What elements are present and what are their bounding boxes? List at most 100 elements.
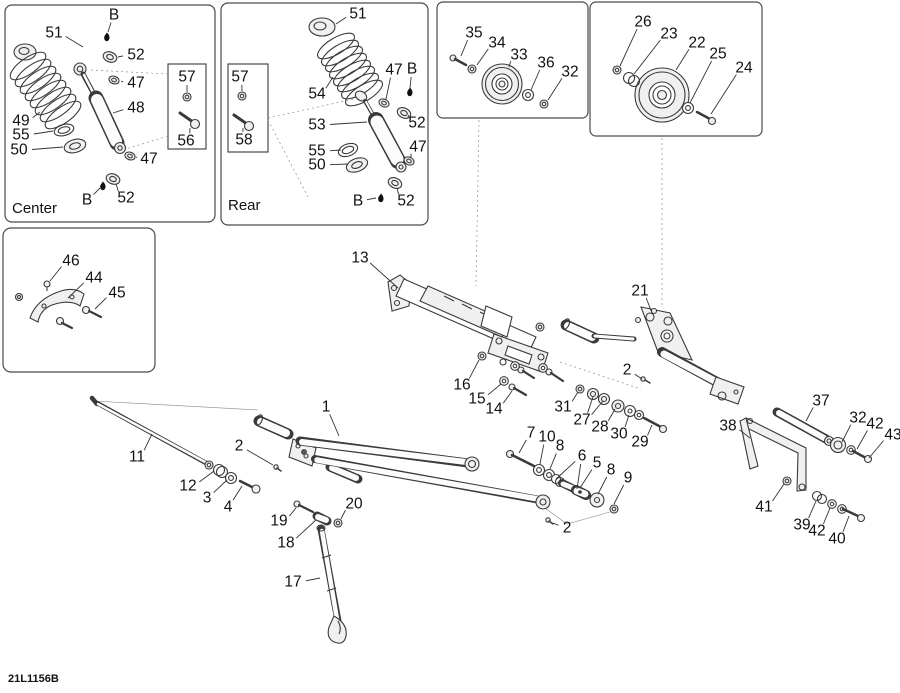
callout-number: 19 [270,513,287,530]
callout-number: 38 [719,418,736,435]
leader-line [329,414,340,437]
center-box-label: Center [12,200,57,217]
callout-number: 42 [866,416,883,433]
callout-number: 52 [397,193,414,210]
rear-box-label: Rear [228,197,261,214]
leader-line [369,262,399,289]
callout-55: 55 [12,127,54,144]
leader-line [587,396,594,413]
inset-box-idler-large [589,1,763,137]
leader-line [539,444,545,465]
leader-line [772,483,785,502]
callout-45: 45 [94,285,126,310]
callout-number: 47 [385,62,402,79]
spring-stopper-55 [53,123,75,137]
leader-line [329,163,349,166]
callout-28: 28 [591,408,616,436]
leader-line [107,22,112,33]
callout-50: 50 [10,142,64,159]
callout-number: 21 [631,283,648,300]
callout-number: 27 [573,412,590,429]
leader-line [808,500,817,519]
washer-36 [521,88,535,102]
u-link-38-drawing [739,417,807,492]
callout-9: 9 [613,470,632,505]
leader-line [120,80,124,83]
washer-10 [532,463,546,477]
callout-41: 41 [755,483,785,516]
callout-number: 35 [465,25,482,42]
rear-shock-drawing [232,17,416,203]
washer-3 [224,471,238,485]
spring-seat-50 [345,157,369,173]
leader-line [143,433,153,451]
leader-line [295,519,317,539]
leader-line [547,78,563,101]
torsion-bar-11-drawing [89,395,282,494]
leader-line [305,577,321,582]
leader-line [518,439,527,454]
callout-19: 19 [270,507,297,530]
callout-5: 5 [579,455,601,489]
bushing-52 [101,49,119,65]
callout-43: 43 [868,427,900,459]
idler-wheel-small-drawing [449,54,549,109]
callout-number: 51 [349,6,366,23]
hardware-57-58 [232,91,255,132]
callout-38: 38 [719,418,751,439]
callout-number: 52 [127,47,144,64]
callout-48: 48 [112,100,145,117]
callout-number: 32 [849,410,866,427]
inset-box-stopper-bracket [2,227,156,373]
leader-line [591,400,604,415]
callout-47: 47 [120,75,145,92]
spacer-23 [622,71,641,88]
leader-line [329,149,342,152]
bushing-28 [611,399,625,413]
callout-46: 46 [49,253,80,282]
callout-B: B [407,61,417,89]
callout-26: 26 [619,14,652,67]
callout-number: 24 [735,60,753,77]
callout-42: 42 [808,507,831,540]
leader-line [460,39,469,57]
callout-number: 1 [322,399,331,416]
leader-line [476,48,489,66]
inner-box-rear-hardware [227,63,269,153]
callout-3: 3 [203,479,228,507]
leader-line [645,297,653,314]
callout-number: 41 [755,499,772,516]
leader-line [385,77,391,100]
callout-17: 17 [284,574,321,591]
callout-16: 16 [453,359,480,394]
leader-line [675,49,690,71]
callout-number: 36 [537,55,554,72]
callout-number: 2 [623,362,632,379]
leader-line [340,509,346,520]
callout-number: 46 [62,253,79,270]
brace-strut-17-drawing [316,524,347,644]
callout-30: 30 [610,414,630,443]
crossmember-fasteners [477,351,565,397]
callout-number: 20 [345,496,363,513]
leader-line [135,156,138,159]
rivet-46 [43,280,51,288]
callout-number: 56 [177,133,194,150]
callout-B: B [107,7,119,33]
leader-line [396,187,400,195]
leader-line [530,69,541,91]
bushing-47 [107,74,121,86]
callout-number: 49 [12,113,29,130]
callout-24: 24 [710,60,753,115]
callout-number: 8 [556,438,565,455]
callout-number: 57 [178,69,195,86]
leader-line [31,146,64,150]
front-arm-1-drawing [253,414,551,510]
callout-number: 53 [308,117,325,134]
nut-26 [612,65,622,75]
leader-line [822,507,831,525]
leader-line [213,479,228,493]
bolt-24 [695,110,717,126]
leader-line [246,449,274,466]
